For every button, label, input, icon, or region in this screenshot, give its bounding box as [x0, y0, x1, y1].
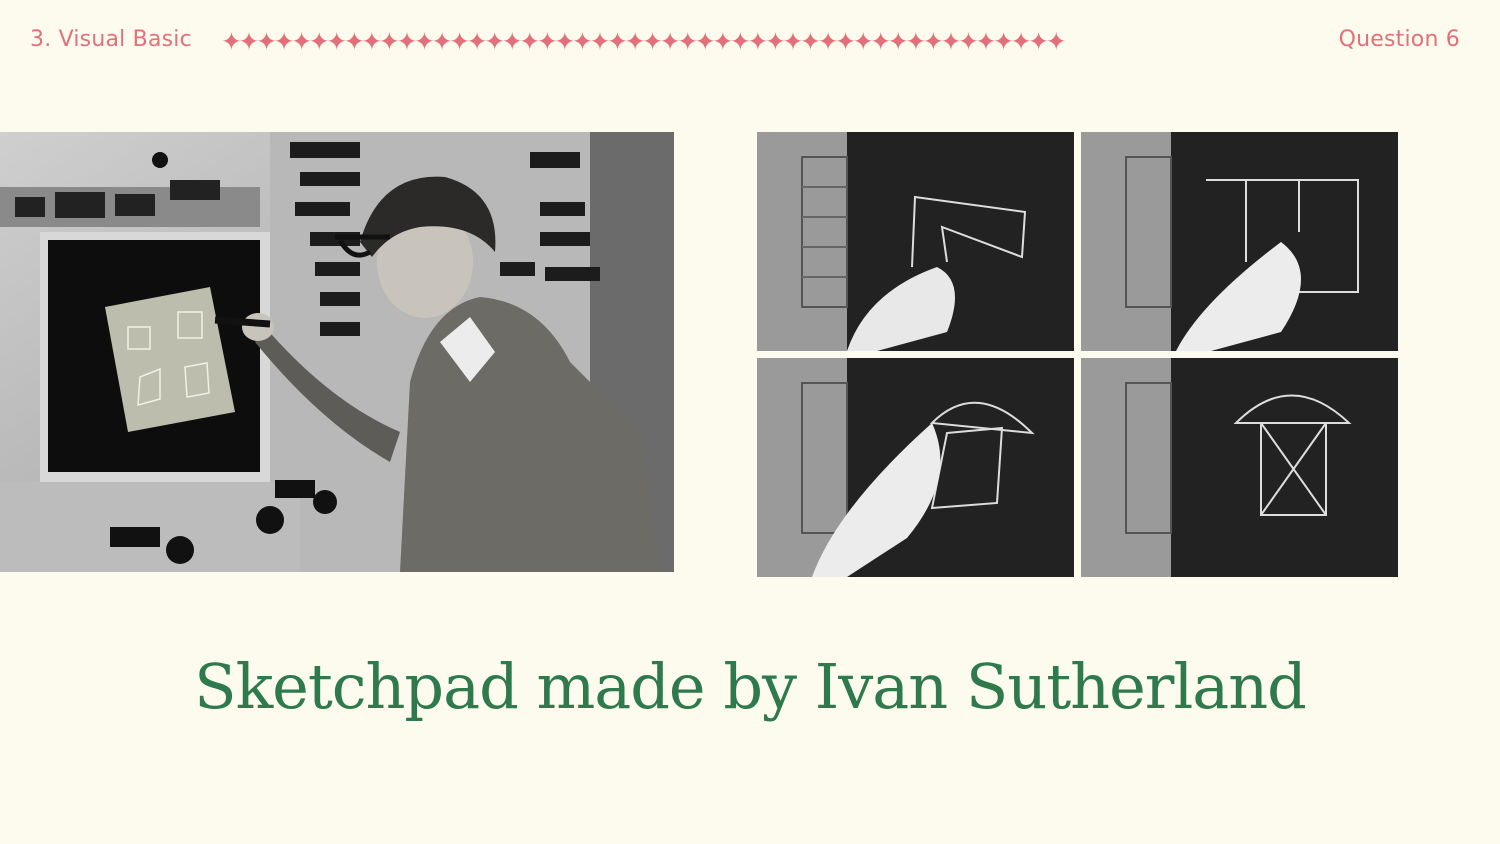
frame-drawing-arc [757, 358, 1074, 577]
question-label: Question 6 [1338, 27, 1460, 52]
section-label: 3. Visual Basic [30, 27, 192, 52]
sketchpad-console-photo [0, 132, 674, 572]
frame-completed-drawing [1081, 358, 1398, 577]
sketchpad-frames-grid [757, 132, 1399, 577]
frame-drawing-rectangle [1081, 132, 1398, 351]
star-divider: ✦✦✦✦✦✦✦✦✦✦✦✦✦✦✦✦✦✦✦✦✦✦✦✦✦✦✦✦✦✦✦✦✦✦✦✦✦✦✦✦… [221, 27, 1067, 56]
slide-caption: Sketchpad made by Ivan Sutherland [194, 650, 1307, 723]
frame-drawing-polyline [757, 132, 1074, 351]
